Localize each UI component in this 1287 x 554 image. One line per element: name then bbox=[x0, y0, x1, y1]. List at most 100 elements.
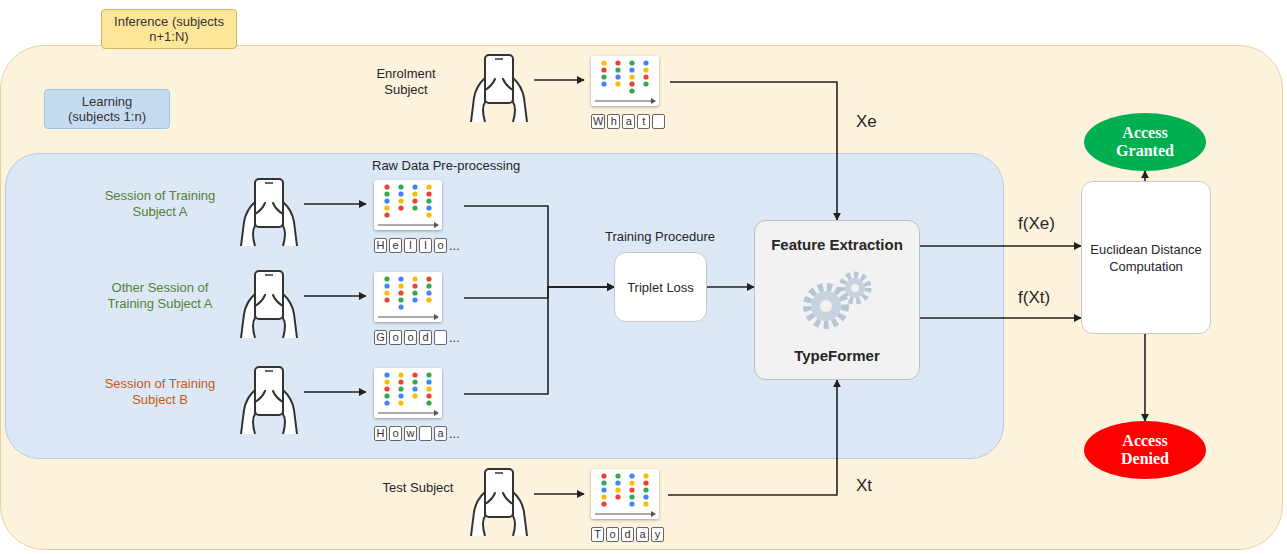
right-hand bbox=[283, 202, 297, 246]
data-dot bbox=[643, 81, 648, 86]
key-letter: o bbox=[389, 330, 402, 345]
data-dot bbox=[643, 74, 648, 79]
left-hand bbox=[241, 202, 255, 246]
data-dot bbox=[629, 88, 634, 93]
space-key bbox=[419, 426, 432, 441]
signal-label: f(Xe) bbox=[1018, 214, 1055, 234]
data-dot bbox=[398, 400, 403, 405]
data-dot bbox=[384, 393, 389, 398]
left-thumb bbox=[485, 493, 495, 504]
left-hand bbox=[471, 492, 485, 536]
key-letter: t bbox=[637, 114, 650, 129]
data-dot bbox=[384, 191, 389, 196]
data-dot bbox=[398, 283, 403, 288]
section-caption: Raw Data Pre-processing bbox=[372, 158, 552, 174]
keystroke-plot bbox=[591, 469, 659, 519]
continuation-mark: ... bbox=[449, 238, 460, 253]
right-hand bbox=[283, 294, 297, 338]
left-thumb bbox=[255, 295, 265, 306]
right-thumb bbox=[503, 493, 513, 504]
data-dot bbox=[629, 67, 634, 72]
data-dot bbox=[398, 304, 403, 309]
data-dot bbox=[601, 487, 606, 492]
keystroke-plot bbox=[374, 180, 442, 230]
data-dot bbox=[384, 290, 389, 295]
data-dot bbox=[398, 297, 403, 302]
plot-card bbox=[374, 180, 442, 230]
data-dot bbox=[384, 400, 389, 405]
data-dot bbox=[643, 480, 648, 485]
time-axis bbox=[595, 101, 653, 102]
data-dot bbox=[426, 184, 431, 189]
right-hand bbox=[283, 390, 297, 434]
data-dot bbox=[426, 212, 431, 217]
data-dot bbox=[398, 386, 403, 391]
data-dot bbox=[426, 198, 431, 203]
left-thumb bbox=[255, 391, 265, 402]
phone-body bbox=[485, 469, 513, 517]
data-dot bbox=[384, 184, 389, 189]
phone-in-hands bbox=[241, 367, 297, 434]
data-dot bbox=[643, 487, 648, 492]
data-dot bbox=[643, 494, 648, 499]
capture-arrow bbox=[304, 203, 366, 205]
data-dot bbox=[384, 205, 389, 210]
keystroke-plot bbox=[374, 272, 442, 322]
left-hand bbox=[241, 294, 255, 338]
data-dot bbox=[398, 198, 403, 203]
key-letter: y bbox=[651, 527, 664, 542]
process-box: Training ProcedureTriplet Loss bbox=[614, 252, 707, 322]
right-hand bbox=[513, 492, 527, 536]
data-dot bbox=[643, 501, 648, 506]
flow-connector bbox=[920, 245, 1081, 247]
axis-arrow bbox=[651, 511, 656, 517]
data-dot bbox=[384, 297, 389, 302]
key-row: Hello... bbox=[374, 238, 460, 253]
data-dot bbox=[384, 198, 389, 203]
data-dot bbox=[601, 81, 606, 86]
right-thumb bbox=[503, 79, 513, 90]
plot-card bbox=[591, 469, 659, 519]
subject-label: Enrolment Subject bbox=[356, 66, 456, 98]
data-dot bbox=[426, 191, 431, 196]
data-dot bbox=[629, 494, 634, 499]
data-dot bbox=[398, 393, 403, 398]
phone-body bbox=[255, 271, 283, 319]
data-dot bbox=[615, 480, 620, 485]
key-letter: d bbox=[419, 330, 432, 345]
key-row: Today bbox=[591, 527, 664, 542]
data-dot bbox=[398, 372, 403, 377]
data-dot bbox=[615, 67, 620, 72]
plot-card bbox=[374, 368, 442, 418]
data-dot bbox=[384, 386, 389, 391]
data-sample: Howa... bbox=[374, 368, 464, 448]
keystroke-plot bbox=[591, 56, 659, 106]
data-dot bbox=[412, 283, 417, 288]
data-dot bbox=[615, 60, 620, 65]
data-sample: What bbox=[591, 56, 670, 136]
gear-body bbox=[845, 278, 865, 298]
data-dot bbox=[615, 487, 620, 492]
keystroke-plot bbox=[374, 368, 442, 418]
key-letter: G bbox=[374, 330, 387, 345]
key-letter: h bbox=[607, 114, 620, 129]
phone-in-hands bbox=[471, 469, 527, 536]
continuation-mark: ... bbox=[449, 426, 460, 441]
time-axis bbox=[378, 225, 436, 226]
key-letter: o bbox=[434, 238, 447, 253]
data-dot bbox=[615, 74, 620, 79]
data-dot bbox=[601, 74, 606, 79]
time-axis bbox=[595, 514, 653, 515]
data-dot bbox=[384, 212, 389, 217]
data-dot bbox=[426, 276, 431, 281]
data-dot bbox=[412, 393, 417, 398]
continuation-mark: ... bbox=[449, 330, 460, 345]
key-letter: o bbox=[404, 330, 417, 345]
data-dot bbox=[601, 501, 606, 506]
signal-label: Xe bbox=[856, 112, 877, 132]
data-dot bbox=[629, 60, 634, 65]
data-dot bbox=[629, 480, 634, 485]
capture-arrow bbox=[304, 391, 366, 393]
gear-body bbox=[811, 291, 841, 321]
outcome-label: Access Denied bbox=[1100, 432, 1190, 468]
